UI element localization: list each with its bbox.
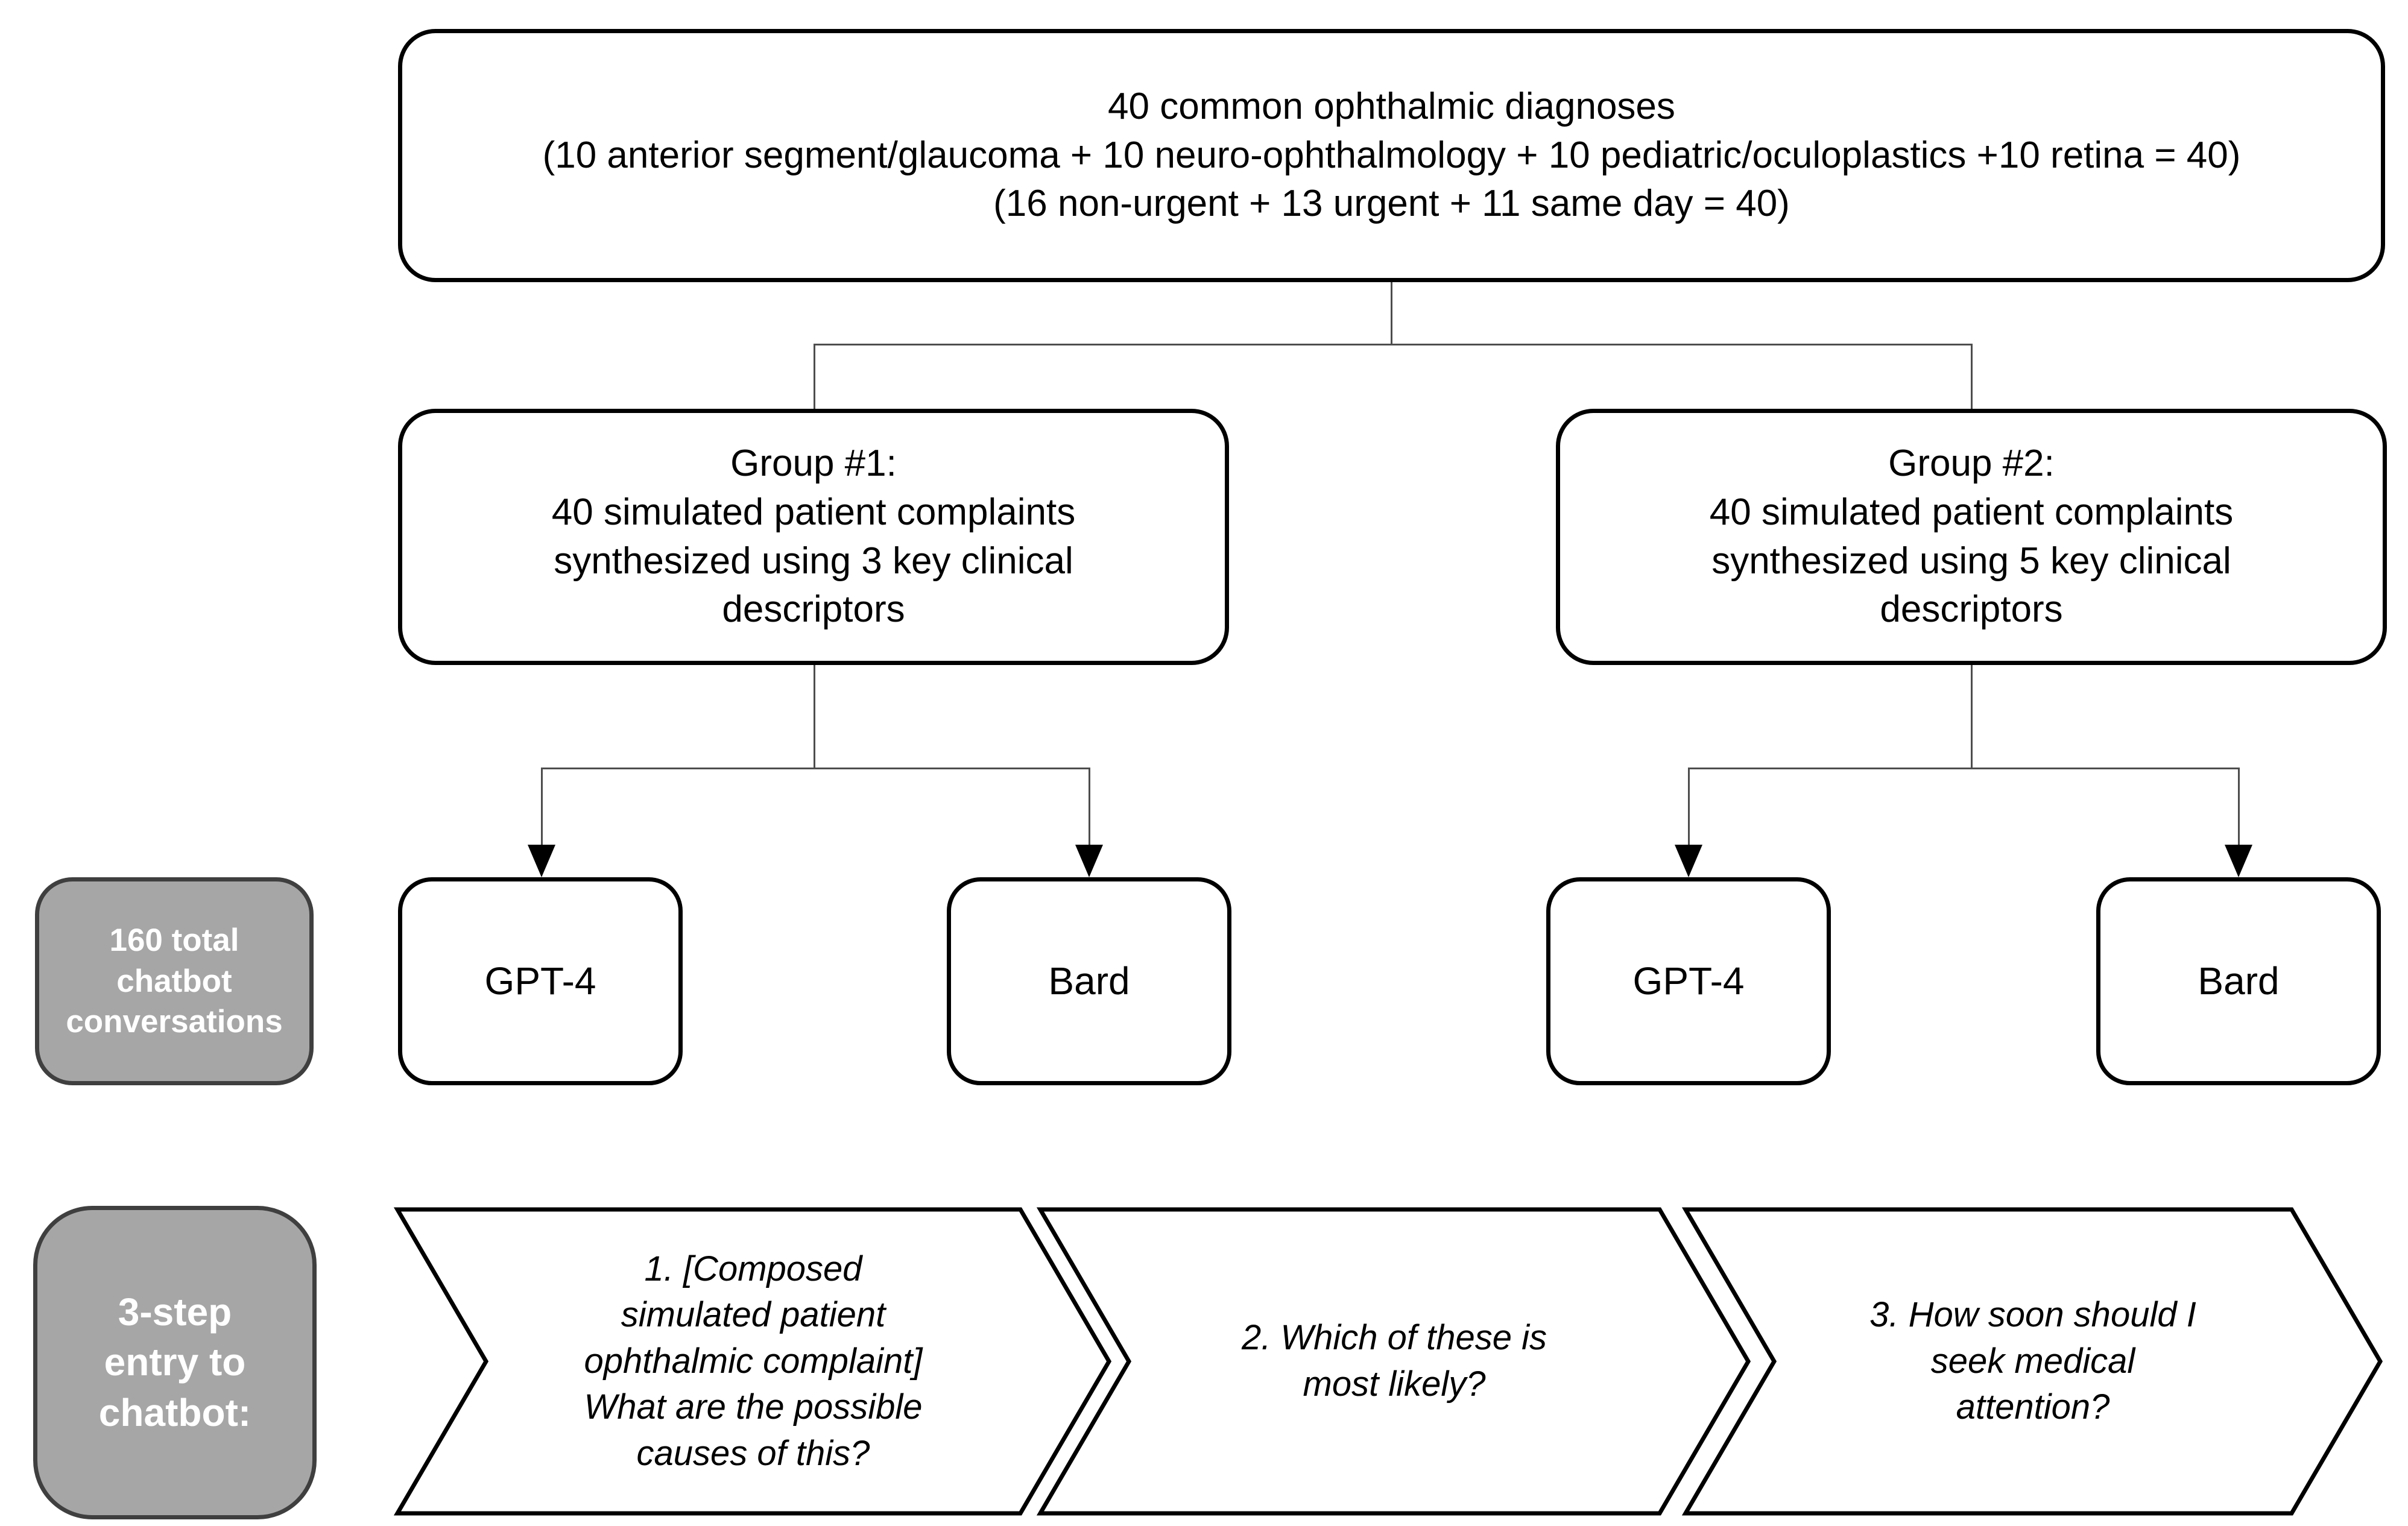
bard-label: Bard (1048, 959, 1130, 1003)
connector-gpt4-2-stem (1688, 768, 1690, 857)
step-3-chevron-shape (1681, 1207, 2383, 1516)
gpt4-label: GPT-4 (484, 959, 596, 1003)
connector-group2-horizontal (1688, 768, 2239, 769)
connector-bard-1-stem (1089, 768, 1090, 857)
connector-gpt4-1-stem (541, 768, 543, 857)
step-3: 3. How soon should I seek medical attent… (1774, 1218, 2292, 1505)
gpt4-box-group1: GPT-4 (398, 877, 683, 1085)
gpt4-box-group2: GPT-4 (1546, 877, 1831, 1085)
diagnoses-box: 40 common ophthalmic diagnoses (10 anter… (398, 29, 2385, 282)
step-1: 1. [Composed simulated patient ophthalmi… (486, 1218, 1020, 1505)
group-1-text: Group #1: 40 simulated patient complaint… (551, 443, 1076, 631)
step-2: 2. Which of these is most likely? (1129, 1218, 1660, 1505)
conversations-count-text: 160 total chatbot conversations (66, 922, 283, 1040)
step-1-text: 1. [Composed simulated patient ophthalmi… (584, 1249, 923, 1473)
entry-steps-badge: 3-step entry to chatbot: (33, 1206, 317, 1519)
step-2-chevron-shape (1036, 1207, 1751, 1516)
bard-box-group1: Bard (947, 877, 1231, 1085)
bard-box-group2: Bard (2096, 877, 2381, 1085)
connector-root-stem (1391, 282, 1392, 344)
connector-group1-drop (814, 344, 815, 410)
connector-group2-stem (1971, 665, 1973, 768)
step-1-chevron-shape (393, 1207, 1112, 1516)
gpt4-label: GPT-4 (1632, 959, 1745, 1003)
step-2-text: 2. Which of these is most likely? (1241, 1318, 1547, 1404)
group-2-text: Group #2: 40 simulated patient complaint… (1709, 443, 2234, 631)
conversations-count-badge: 160 total chatbot conversations (35, 877, 314, 1085)
group-1-box: Group #1: 40 simulated patient complaint… (398, 409, 1229, 665)
steps-chevron-band (393, 1207, 2383, 1516)
connector-group1-stem (814, 665, 815, 768)
arrow-down-icon (2225, 845, 2252, 877)
connector-group2-drop (1971, 344, 1973, 410)
bard-label: Bard (2198, 959, 2280, 1003)
arrow-down-icon (1675, 845, 1702, 877)
arrow-down-icon (1075, 845, 1103, 877)
connector-tier1-horizontal (814, 344, 1973, 345)
connector-group1-horizontal (541, 768, 1090, 769)
arrow-down-icon (528, 845, 555, 877)
group-2-box: Group #2: 40 simulated patient complaint… (1556, 409, 2387, 665)
entry-steps-text: 3-step entry to chatbot: (98, 1290, 251, 1434)
diagnoses-text: 40 common ophthalmic diagnoses (10 anter… (542, 86, 2241, 225)
step-3-text: 3. How soon should I seek medical attent… (1869, 1295, 2196, 1427)
connector-bard-2-stem (2238, 768, 2240, 857)
